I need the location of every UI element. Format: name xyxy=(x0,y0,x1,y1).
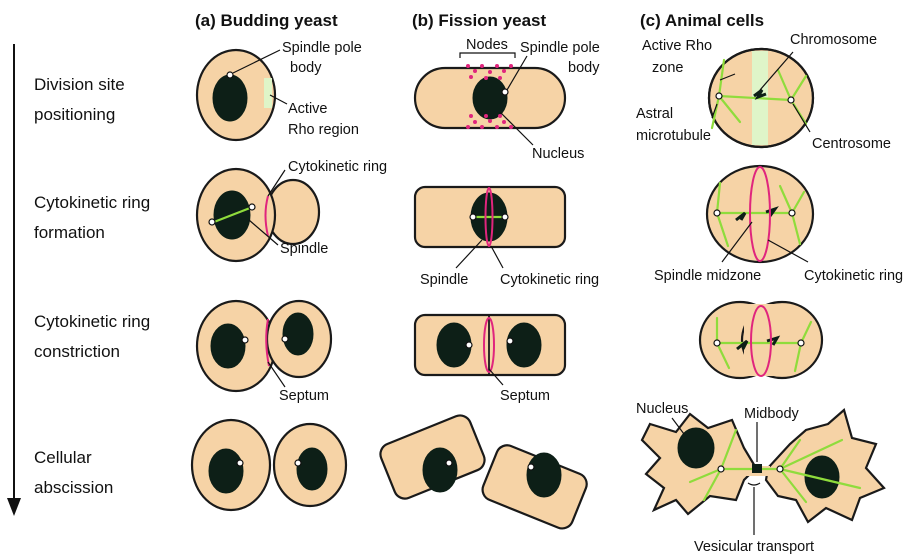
midbody xyxy=(752,464,762,473)
label-septum-a: Septum xyxy=(279,388,329,404)
label-nucleus-b: Nucleus xyxy=(532,146,584,162)
stage-2-label-line2: formation xyxy=(34,223,105,242)
label-spindle-pole-body-a-2: body xyxy=(290,60,322,76)
label-active-rho-c-2: zone xyxy=(652,60,683,76)
nodes-bracket xyxy=(460,53,515,58)
label-midbody: Midbody xyxy=(744,406,800,422)
label-vesicular-transport: Vesicular transport xyxy=(694,539,814,555)
stage-3-label-line2: constriction xyxy=(34,342,120,361)
budding-yeast-ring-constriction xyxy=(197,301,331,391)
fission-yeast-positioning xyxy=(415,53,565,145)
label-septum-b: Septum xyxy=(500,388,550,404)
centrosome-left xyxy=(716,93,722,99)
stage-2-label-line1: Cytokinetic ring xyxy=(34,193,150,212)
label-astral-microtubule-1: Astral xyxy=(636,106,673,122)
label-spindle-pole-body-b-2: body xyxy=(568,60,600,76)
label-cytokinetic-ring-a: Cytokinetic ring xyxy=(288,159,387,175)
budding-yeast-abscission xyxy=(192,420,346,510)
label-active-rho-a-1: Active xyxy=(288,101,328,117)
animal-cell-positioning xyxy=(709,49,813,147)
stage-1-label-line2: positioning xyxy=(34,105,115,124)
label-active-rho-c-1: Active Rho xyxy=(642,38,712,54)
label-active-rho-a-2: Rho region xyxy=(288,122,359,138)
budding-yeast-positioning xyxy=(197,50,287,140)
header-animal-cells: (c) Animal cells xyxy=(640,11,764,30)
label-nodes: Nodes xyxy=(466,37,508,53)
label-chromosome: Chromosome xyxy=(790,32,877,48)
header-fission-yeast: (b) Fission yeast xyxy=(412,11,546,30)
fission-yeast-ring-constriction xyxy=(415,315,565,385)
label-nucleus-c: Nucleus xyxy=(636,401,688,417)
stage-4-label-line1: Cellular xyxy=(34,448,92,467)
active-rho-region xyxy=(264,78,272,108)
header-budding-yeast: (a) Budding yeast xyxy=(195,11,338,30)
label-centrosome: Centrosome xyxy=(812,136,891,152)
label-spindle-b: Spindle xyxy=(420,272,468,288)
time-arrow xyxy=(7,44,21,516)
label-spindle-a: Spindle xyxy=(280,241,328,257)
fission-yeast-abscission xyxy=(377,412,590,532)
label-astral-microtubule-2: microtubule xyxy=(636,128,711,144)
stage-3-label-line1: Cytokinetic ring xyxy=(34,312,150,331)
animal-cell-abscission xyxy=(642,410,884,535)
spindle-pole-body xyxy=(227,72,233,78)
centrosome-right xyxy=(788,97,794,103)
label-cytokinetic-ring-c: Cytokinetic ring xyxy=(804,268,903,284)
label-spindle-pole-body-a-1: Spindle pole xyxy=(282,40,362,56)
label-spindle-pole-body-b-1: Spindle pole xyxy=(520,40,600,56)
fission-yeast-ring-formation xyxy=(415,187,565,268)
animal-cell-ring-constriction xyxy=(700,302,822,378)
stage-1-label-line1: Division site xyxy=(34,75,125,94)
label-cytokinetic-ring-b: Cytokinetic ring xyxy=(500,272,599,288)
label-spindle-midzone: Spindle midzone xyxy=(654,268,761,284)
animal-cell-ring-formation xyxy=(707,166,813,262)
stage-4-label-line2: abscission xyxy=(34,478,113,497)
